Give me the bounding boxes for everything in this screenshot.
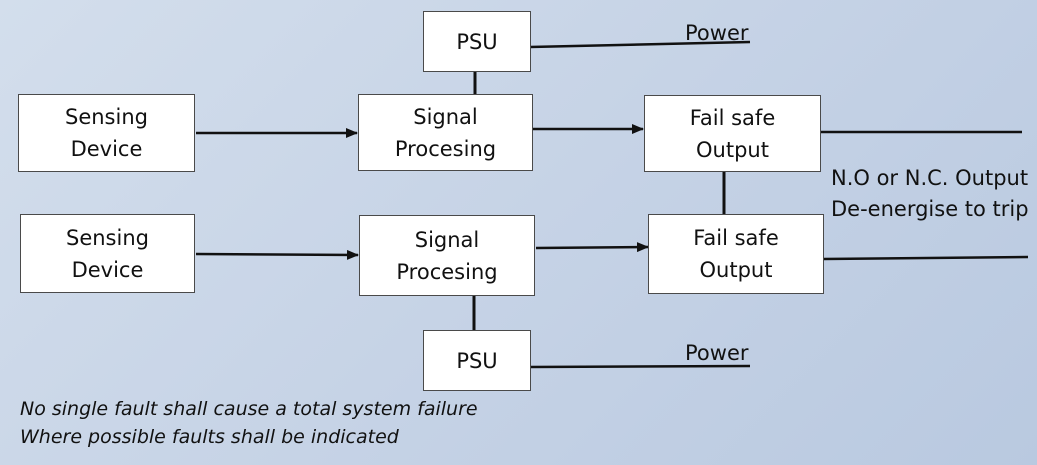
sensing-device-b-line1: Sensing <box>66 225 149 250</box>
failsafe-output-a-line2: Output <box>696 137 769 162</box>
failsafe-output-b-line1: Fail safe <box>693 226 779 250</box>
psu-top-label: PSU <box>456 29 498 54</box>
signal-processing-b-box: Signal Procesing <box>359 215 535 296</box>
signal-processing-a-line1: Signal <box>413 104 478 129</box>
signal-processing-b-line2: Procesing <box>396 259 498 284</box>
arrow-sensing-b-to-processing-b <box>195 249 359 260</box>
signal-processing-a-box: Signal Procesing <box>358 94 533 171</box>
power-label-top: Power <box>685 21 749 45</box>
footer-note-single-fault: No single fault shall cause a total syst… <box>20 398 478 420</box>
signal-processing-a-line2: Procesing <box>394 136 497 161</box>
power-label-bottom: Power <box>685 341 749 365</box>
output-line-b <box>822 255 1029 261</box>
output-type-note: N.O or N.C. Output <box>831 166 1029 190</box>
failsafe-output-b-box: Fail safe Output <box>648 214 824 294</box>
arrow-processing-b-to-failsafe-b <box>535 242 649 253</box>
psu-top-power-line <box>529 40 751 49</box>
psu-bottom-power-line <box>529 364 751 369</box>
sensing-device-a-line1: Sensing <box>65 105 148 129</box>
sensing-device-b-line2: Device <box>71 257 144 282</box>
failsafe-output-a-box: Fail safe Output <box>644 95 821 172</box>
sensing-device-b-box: Sensing Device <box>20 214 195 293</box>
footer-note-fault-indication: Where possible faults shall be indicated <box>20 426 399 448</box>
psu-bottom-label: PSU <box>456 348 498 373</box>
failsafe-output-a-line1: Fail safe <box>689 105 776 130</box>
psu-bottom-box: PSU <box>423 330 531 391</box>
psu-top-box: PSU <box>423 11 531 72</box>
trip-mode-note: De-energise to trip <box>831 197 1029 221</box>
failsafe-output-b-line2: Output <box>699 258 773 282</box>
sensing-device-a-line2: Device <box>70 137 143 161</box>
sensing-device-a-box: Sensing Device <box>18 94 195 172</box>
signal-processing-b-line1: Signal <box>414 227 480 252</box>
